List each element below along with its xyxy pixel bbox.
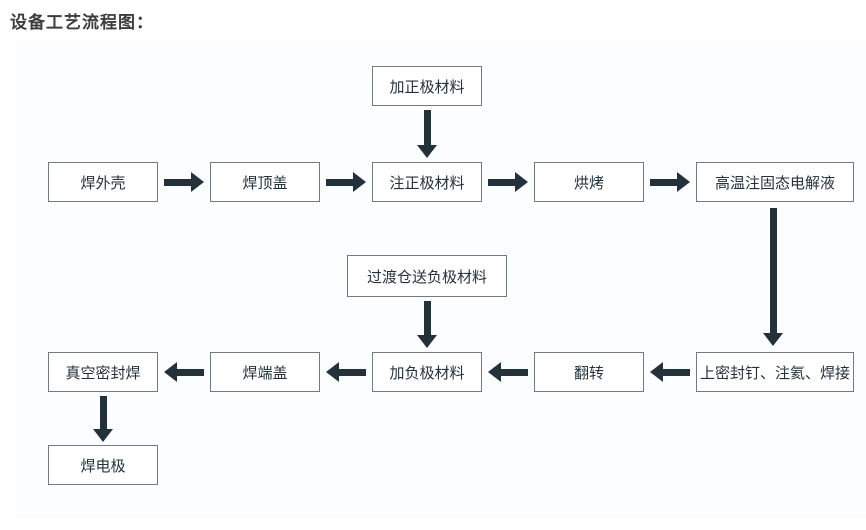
- node-bake: 烘烤: [534, 162, 644, 202]
- arrow-right-icon: [488, 172, 528, 192]
- page-title: 设备工艺流程图：: [10, 13, 154, 32]
- node-weld-electrode: 焊电极: [48, 445, 158, 485]
- arrow-down-icon: [763, 208, 783, 346]
- arrow-right-icon: [326, 172, 366, 192]
- node-flip: 翻转: [534, 352, 644, 392]
- node-add-negative-material: 加负极材料: [372, 352, 482, 392]
- arrow-right-icon: [650, 172, 690, 192]
- arrow-down-icon: [417, 110, 437, 158]
- arrow-left-icon: [488, 362, 528, 382]
- arrow-down-icon: [417, 301, 437, 348]
- node-inject-positive-material: 注正极材料: [372, 162, 482, 202]
- node-transfer-chamber-negative-material: 过渡仓送负极材料: [347, 255, 507, 297]
- arrow-left-icon: [650, 362, 690, 382]
- node-vacuum-seal-weld: 真空密封焊: [48, 352, 158, 392]
- node-add-positive-material: 加正极材料: [372, 66, 482, 106]
- node-weld-top-cover: 焊顶盖: [210, 162, 320, 202]
- arrow-down-icon: [93, 396, 113, 442]
- arrow-left-icon: [326, 362, 366, 382]
- node-high-temp-inject-solid-electrolyte: 高温注固态电解液: [696, 162, 854, 202]
- node-weld-end-cover: 焊端盖: [210, 352, 320, 392]
- node-seal-pin-helium-weld: 上密封钉、注氦、焊接: [696, 352, 854, 392]
- node-weld-shell: 焊外壳: [48, 162, 158, 202]
- arrow-left-icon: [164, 362, 204, 382]
- arrow-right-icon: [164, 172, 204, 192]
